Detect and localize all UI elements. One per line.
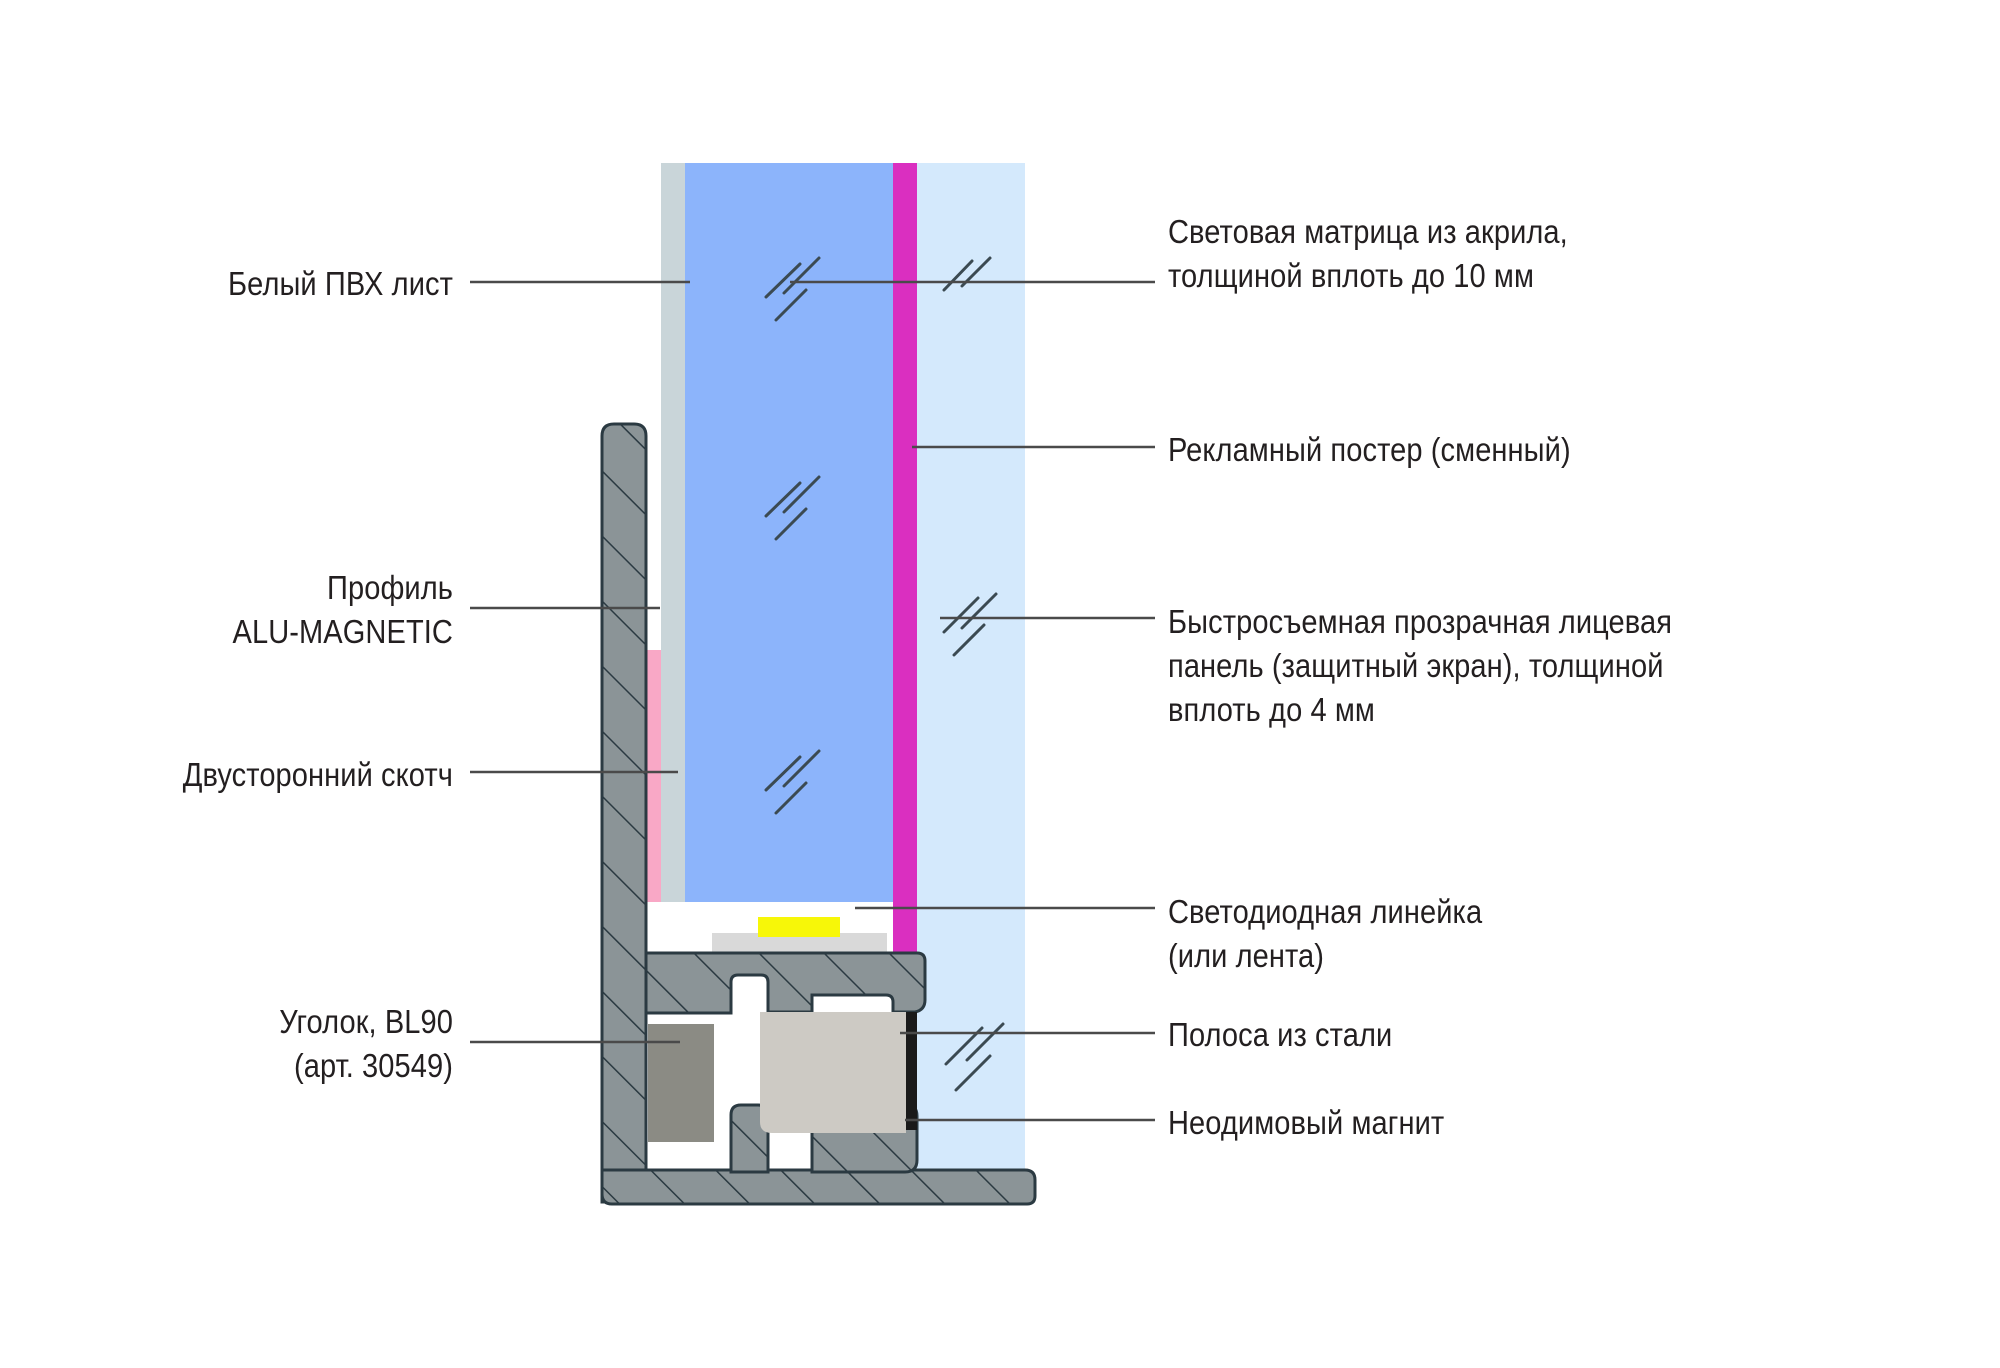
part-inner-block [648, 1024, 714, 1142]
part-steel-strip [760, 1012, 906, 1133]
part-profile-base [600, 1168, 1037, 1206]
label-acrylic-light-matrix: Световая матрица из акрила, толщиной впл… [1168, 213, 1568, 295]
layer-double-sided-tape [645, 650, 661, 902]
label-double-sided-tape: Двусторонний скотч [182, 756, 453, 793]
glass-shine-ticks [764, 256, 1005, 1092]
part-led-diode [758, 917, 840, 937]
layer-poster [893, 163, 917, 953]
part-angle-bl90 [600, 422, 648, 1204]
label-angle-bl90: Уголок, BL90 (арт. 30549) [279, 1003, 453, 1085]
label-white-pvc-sheet: Белый ПВХ лист [228, 265, 453, 302]
part-neodymium-magnet [906, 1012, 917, 1130]
layer-front-panel [917, 163, 1025, 1183]
layer-pvc-sheet [661, 163, 685, 902]
label-neodymium-magnet: Неодимовый магнит [1168, 1104, 1445, 1141]
label-led-strip: Светодиодная линейка (или лента) [1168, 893, 1483, 975]
part-profile-upper-shelf [644, 951, 927, 1015]
label-profile-alu-magnetic: Профиль ALU-MAGNETIC [232, 569, 453, 651]
leader-lines [470, 280, 1155, 1122]
label-steel-strip: Полоса из стали [1168, 1016, 1393, 1053]
label-protective-front-panel: Быстросъемная прозрачная лицевая панель … [1168, 603, 1673, 729]
label-advertising-poster: Рекламный постер (сменный) [1168, 431, 1571, 468]
part-led-base [712, 933, 887, 955]
